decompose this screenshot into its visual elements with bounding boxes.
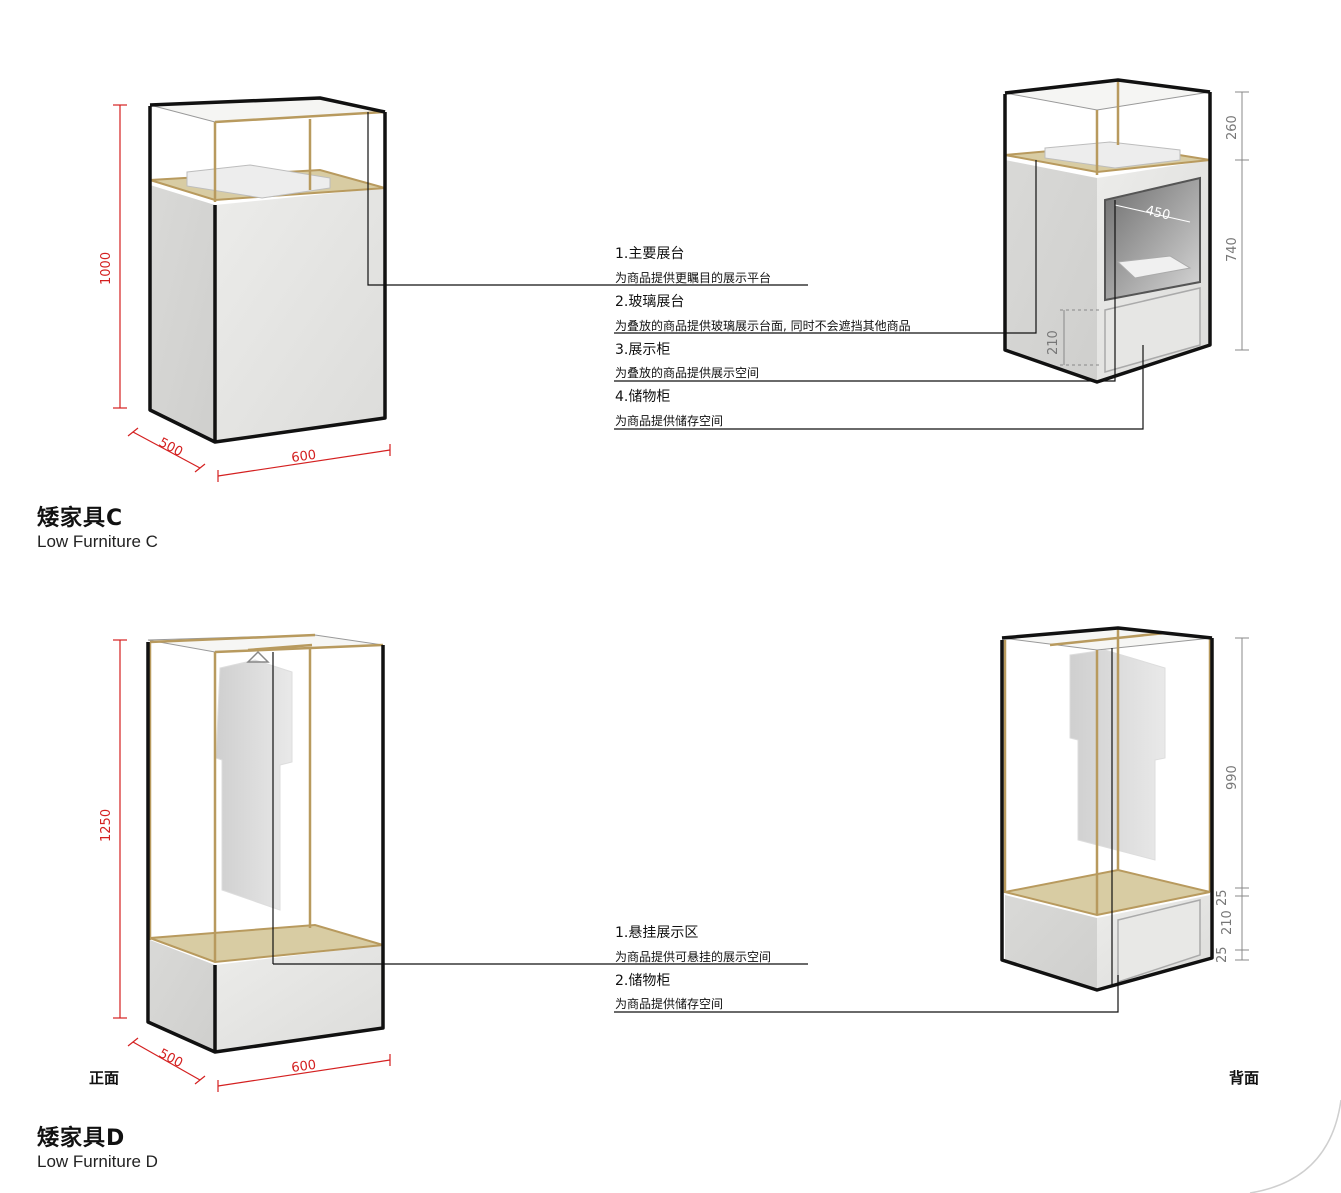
c-title-zh: 矮家具C [37, 506, 124, 531]
d-back-dim-gap-top: 25 [1215, 889, 1230, 906]
d-view-back-label: 背面 [1229, 1069, 1260, 1087]
c-title-en: Low Furniture C [37, 532, 158, 551]
d-back-dim-hanging: 990 [1225, 765, 1240, 790]
c-dim-depth: 500 [156, 435, 185, 460]
d-annotation-1-desc: 为商品提供可悬挂的展示空间 [615, 950, 772, 964]
c-annotation-3-heading: 3.展示柜 [615, 342, 671, 358]
d-leader-lines [273, 963, 1119, 1013]
c-dim-height: 1000 [99, 252, 114, 285]
d-back-dim-storage: 210 [1220, 910, 1235, 935]
d-dim-height: 1250 [99, 809, 114, 842]
d-view-front-label: 正面 [89, 1069, 120, 1087]
d-annotation-1-heading: 1.悬挂展示区 [615, 925, 699, 941]
c-annotation-4-heading: 4.储物柜 [615, 389, 671, 405]
c-leader-lines [367, 112, 1144, 430]
c-annotation-1-heading: 1.主要展台 [615, 246, 685, 262]
d-title-en: Low Furniture D [37, 1152, 158, 1171]
c-dim-width: 600 [290, 448, 317, 466]
furniture-d-back-view: 990 25 210 25 [1000, 626, 1249, 992]
c-annotation-3-desc: 为叠放的商品提供展示空间 [615, 366, 760, 380]
furniture-d-front-view: 1250 500 600 [99, 633, 391, 1092]
c-annotation-2-heading: 2.玻璃展台 [615, 294, 685, 310]
c-back-dim-glass-top: 260 [1225, 115, 1240, 140]
c-back-dim-inner-width: 450 [1144, 203, 1172, 223]
d-dim-width: 600 [290, 1058, 317, 1076]
d-back-dim-gap-bottom: 25 [1215, 946, 1230, 963]
c-back-dim-cabinet: 740 [1225, 237, 1240, 262]
c-annotation-4-desc: 为商品提供储存空间 [615, 414, 724, 428]
d-dim-depth: 500 [156, 1046, 185, 1071]
c-annotation-1-desc: 为商品提供更瞩目的展示平台 [615, 271, 772, 285]
d-annotation-2-desc: 为商品提供储存空间 [615, 997, 724, 1011]
furniture-c-front-view: 1000 500 600 [99, 96, 391, 482]
page-corner-curve [1249, 1099, 1341, 1193]
furniture-c-back-view: 260 740 450 210 [1003, 78, 1249, 384]
d-annotation-2-heading: 2.储物柜 [615, 973, 671, 989]
c-annotation-2-desc: 为叠放的商品提供玻璃展示台面, 同时不会遮挡其他商品 [615, 319, 911, 333]
c-back-dim-storage: 210 [1046, 330, 1061, 355]
d-title-zh: 矮家具D [37, 1126, 126, 1151]
